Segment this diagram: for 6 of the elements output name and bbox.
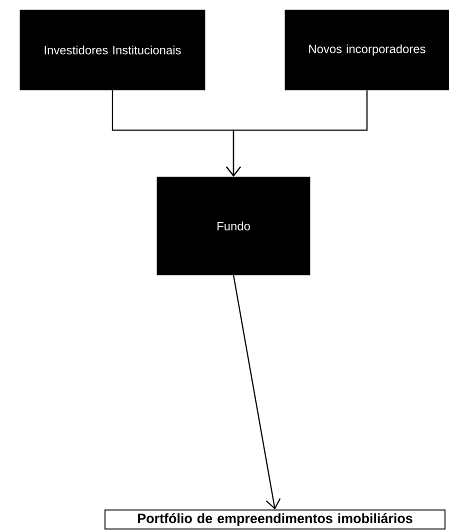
process-box: Novos incorporadores (284, 10, 449, 90)
process-box: Investidores Institucionais (20, 10, 206, 90)
result-box: Portfólio de empreendimentos imobiliários (104, 510, 446, 530)
arrow (226, 90, 368, 177)
process-box: Fundo (156, 176, 310, 276)
arrow (232, 275, 281, 510)
